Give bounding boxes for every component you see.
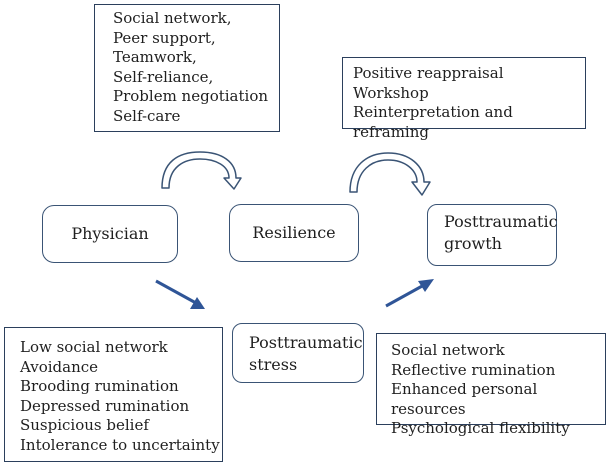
list-item: Psychological flexibility <box>391 419 570 437</box>
growth-factors-list: Positive reappraisal Workshop Reinterpre… <box>353 64 585 142</box>
list-item: Teamwork, <box>113 48 197 66</box>
list-item: Peer support, <box>113 28 216 47</box>
list-item: Reflective rumination <box>391 360 556 379</box>
resilience-factors-list: Social network, Peer support, Teamwork, … <box>113 9 279 126</box>
list-item: Social network <box>391 341 505 359</box>
transition-factors-list: Social network Reflective rumination Enh… <box>391 341 605 439</box>
posttraumatic-growth-node: Posttraumatic growth <box>427 204 558 266</box>
list-item: Brooding rumination <box>20 377 179 395</box>
physician-node: Physician <box>42 205 178 263</box>
physician-label: Physician <box>71 224 149 243</box>
stress-label-line1: Posttraumatic <box>249 333 363 352</box>
list-item: Positive reappraisal <box>353 64 504 82</box>
list-item: Problem negotiation <box>113 87 269 105</box>
growth-factors-box: Positive reappraisal Workshop Reinterpre… <box>342 57 586 141</box>
list-item: Avoidance <box>20 357 99 376</box>
list-item: Self-care <box>113 106 181 125</box>
arrow-physician-stress <box>155 279 205 309</box>
curved-arrow-physician-resilience <box>161 151 242 190</box>
list-item: Workshop <box>353 83 429 102</box>
stress-factors-list: Low social network Avoidance Brooding ru… <box>20 338 222 455</box>
posttraumatic-stress-node: Posttraumatic stress <box>232 323 364 383</box>
list-item: Social network, <box>113 9 232 27</box>
growth-label-line2: growth <box>444 234 502 253</box>
growth-label-line1: Posttraumatic <box>444 212 558 231</box>
arrow-stress-growth <box>385 279 434 308</box>
list-item: Intolerance to uncertainty <box>20 435 220 454</box>
list-item: Depressed rumination <box>20 396 190 415</box>
resilience-factors-box: Social network, Peer support, Teamwork, … <box>94 4 280 132</box>
list-item: Low social network <box>20 338 168 356</box>
resilience-node: Resilience <box>229 204 359 262</box>
stress-label-line2: stress <box>249 355 298 374</box>
transition-factors-box: Social network Reflective rumination Enh… <box>376 333 606 437</box>
resilience-label: Resilience <box>252 223 336 242</box>
list-item: Reinterpretation and reframing <box>353 103 513 141</box>
list-item: Self-reliance, <box>113 67 214 86</box>
list-item: Enhanced personal resources <box>391 380 538 418</box>
stress-factors-box: Low social network Avoidance Brooding ru… <box>4 327 223 462</box>
curved-arrow-resilience-growth <box>349 152 431 196</box>
list-item: Suspicious belief <box>20 416 149 434</box>
